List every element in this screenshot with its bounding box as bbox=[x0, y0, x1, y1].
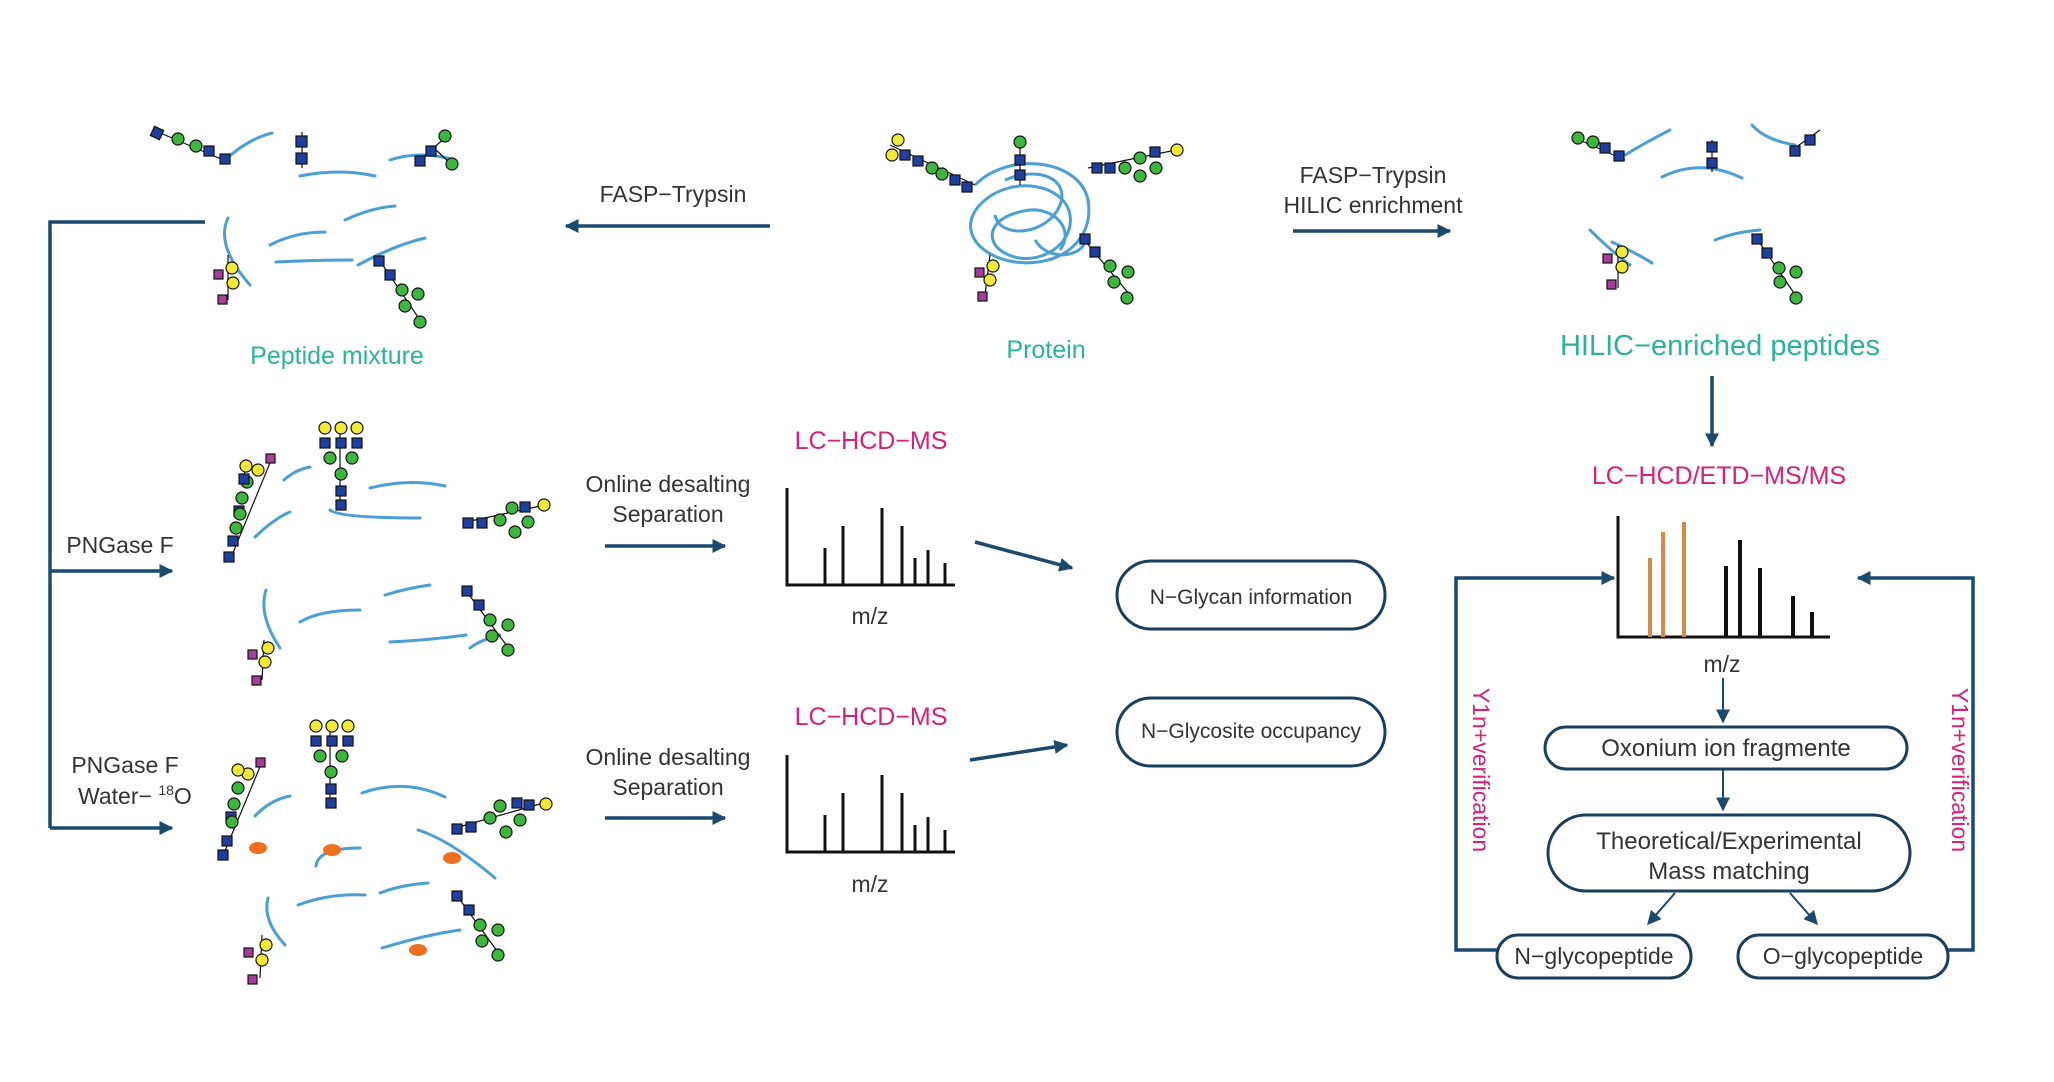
label-online-desalting-1: Online desalting bbox=[586, 471, 751, 497]
label-mass-matching-1: Theoretical/Experimental bbox=[1596, 828, 1861, 855]
label-n-glycopeptide: N−glycopeptide bbox=[1514, 943, 1673, 969]
left-bracket-line bbox=[48, 220, 205, 828]
label-n-glycosite: N−Glycosite occupancy bbox=[1141, 720, 1362, 743]
spectrum-3 bbox=[1616, 516, 1830, 639]
label-separation-2: Separation bbox=[612, 774, 723, 800]
spectrum-2 bbox=[785, 755, 955, 854]
arrow-loop-left bbox=[1454, 571, 1616, 952]
protein-coil bbox=[969, 162, 1091, 265]
box-oxonium bbox=[1543, 725, 1909, 771]
arrow-to-o-glyco bbox=[1789, 892, 1818, 926]
arrow-to-glycan-info bbox=[974, 540, 1074, 572]
label-water-18o: Water− 18O bbox=[78, 782, 192, 809]
box-n-glycosite bbox=[1115, 696, 1387, 768]
flow-arrows bbox=[48, 219, 1975, 952]
box-o-glycopeptide bbox=[1736, 933, 1950, 980]
label-n-glycan-info: N−Glycan information bbox=[1150, 586, 1353, 609]
label-lc-hcd-ms-1: LC−HCD−MS bbox=[795, 427, 948, 455]
label-separation-1: Separation bbox=[612, 501, 723, 527]
label-mz-2: m/z bbox=[851, 871, 888, 897]
label-lc-hcd-etd: LC−HCD/ETD−MS/MS bbox=[1592, 462, 1846, 490]
label-y1n-left: Y1n+verification bbox=[1468, 688, 1494, 852]
label-hilic-enrichment: HILIC enrichment bbox=[1284, 192, 1464, 218]
label-fasp-right: FASP−Trypsin bbox=[1300, 162, 1447, 188]
label-peptide-mixture: Peptide mixture bbox=[250, 342, 424, 370]
label-pngase-2: PNGase F bbox=[71, 752, 178, 778]
label-mz-3: m/z bbox=[1703, 651, 1740, 677]
label-mass-matching-2: Mass matching bbox=[1648, 858, 1809, 885]
arrow-loop-right bbox=[1856, 571, 1975, 952]
label-protein: Protein bbox=[1006, 336, 1085, 364]
label-oxonium: Oxonium ion fragmente bbox=[1601, 735, 1850, 762]
arrow-to-glycosite bbox=[969, 740, 1069, 762]
glycan-symbols bbox=[149, 125, 1821, 985]
label-lc-hcd-ms-2: LC−HCD−MS bbox=[795, 703, 948, 731]
label-mz-1: m/z bbox=[851, 603, 888, 629]
box-n-glycopeptide bbox=[1495, 933, 1693, 980]
spectrum-1 bbox=[785, 488, 955, 587]
label-o-glycopeptide: O−glycopeptide bbox=[1763, 943, 1923, 969]
label-y1n-right: Y1n+verification bbox=[1947, 688, 1973, 852]
result-boxes bbox=[1115, 559, 1950, 980]
label-fasp-left: FASP−Trypsin bbox=[600, 181, 747, 207]
label-hilic-enriched: HILIC−enriched peptides bbox=[1560, 330, 1880, 362]
box-n-glycan-info bbox=[1115, 559, 1387, 631]
label-pngase-1: PNGase F bbox=[66, 532, 173, 558]
label-online-desalting-2: Online desalting bbox=[586, 744, 751, 770]
box-mass-matching bbox=[1546, 813, 1912, 893]
arrow-to-n-glyco bbox=[1647, 892, 1676, 926]
